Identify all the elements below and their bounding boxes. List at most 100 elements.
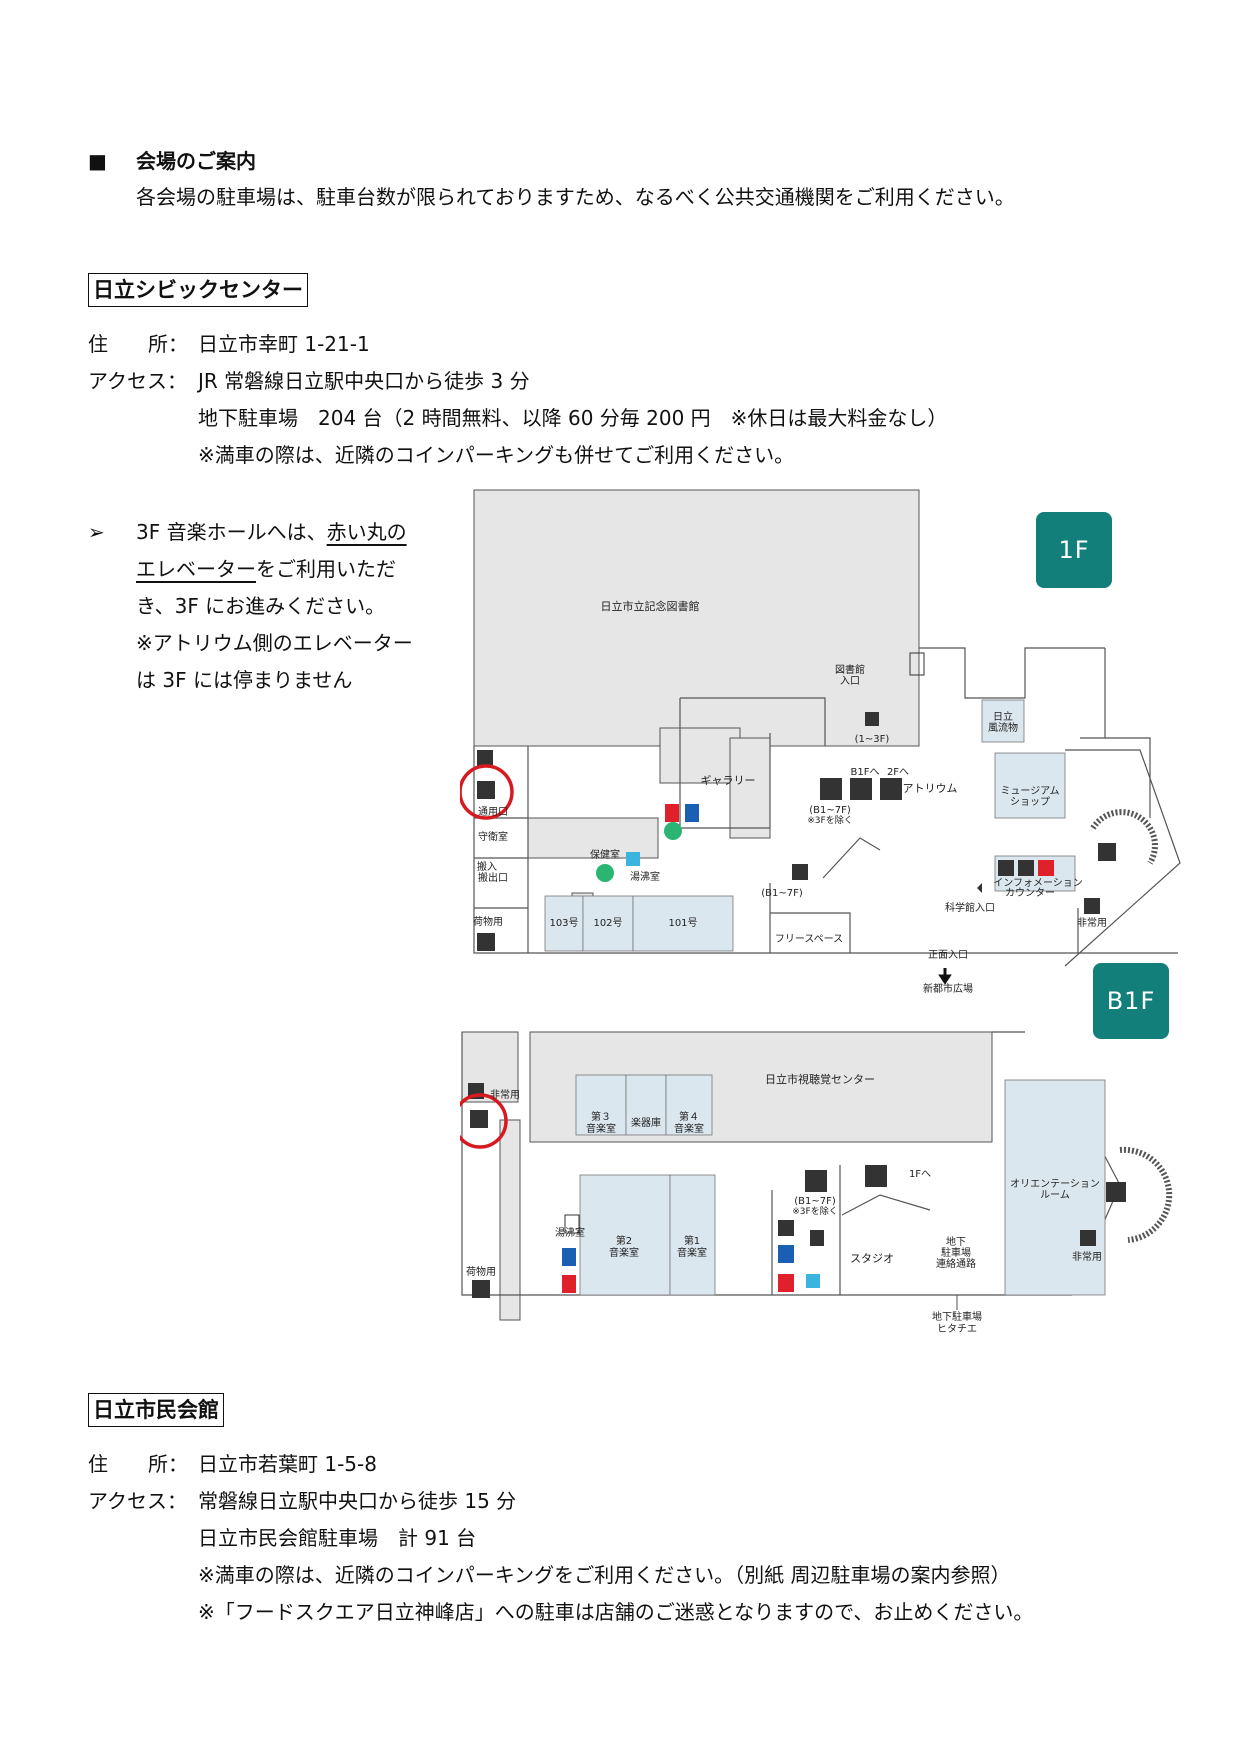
venue1-name: 日立シビックセンター: [88, 273, 308, 307]
connector-label: 地下: [946, 1235, 966, 1248]
hannyu-label: 搬入: [477, 860, 497, 873]
elevator-range-label: (B1~7F): [794, 1196, 836, 1207]
venue1-access-line: JR 常磐線日立駅中央口から徒歩 3 分: [198, 369, 530, 393]
yuwakashi-label: 湯沸室: [555, 1226, 585, 1239]
stair-wall: [822, 837, 881, 879]
venue2-access-label: アクセス：: [88, 1489, 187, 1513]
note-line: は 3F には停まりません: [136, 668, 353, 692]
music-room-4-label: 第４: [679, 1110, 699, 1123]
furyu-label: 日立: [993, 710, 1013, 723]
phone-icon: [909, 652, 925, 676]
room-101-label: 101号: [668, 917, 697, 929]
red-circle-marker: [460, 1093, 508, 1149]
gray-block: [729, 737, 771, 839]
music-room-2-label: 第2: [616, 1234, 632, 1247]
library-label: 日立市立記念図書館: [601, 599, 700, 613]
accessible-icon: [626, 852, 640, 866]
emergency-stair-icon: [1080, 1230, 1096, 1246]
main-entrance-label: 正面入口: [928, 950, 968, 961]
library-entrance-label: 入口: [840, 676, 860, 687]
aed-icon: [1038, 860, 1054, 876]
venue2-address-label: 住 所：: [88, 1452, 188, 1476]
elevator-range-label: (B1~7F): [809, 805, 851, 816]
museum-label: ミュージアム: [1000, 785, 1059, 797]
music-room-1-label: 第1: [684, 1234, 700, 1247]
av-center-label: 日立市視聴覚センター: [765, 1072, 875, 1086]
emergency-stair-icon: [1084, 898, 1100, 914]
museum-label: ショップ: [1010, 796, 1050, 808]
parking-label: ヒタチエ: [937, 1323, 977, 1335]
connector-label: 駐車場: [941, 1246, 971, 1259]
elevator-icon: [865, 712, 879, 726]
map-1f: 日立市立記念図書館 図書館 入口 (1~3F) ギャラリー アトリウム 日立 風…: [460, 489, 1181, 995]
emergency-stair-icon: [778, 1220, 794, 1236]
note-bullet: ➢: [88, 520, 105, 544]
gallery-wall: [679, 698, 771, 829]
parking-label: 地下駐車場: [932, 1310, 982, 1323]
escalator-icon: [880, 778, 902, 800]
music-room-2-label: 音楽室: [609, 1246, 639, 1259]
music-room-2: [579, 1174, 671, 1296]
free-space-wall: [770, 912, 851, 953]
music-room-1-label: 音楽室: [677, 1246, 707, 1259]
room-102: [582, 895, 634, 952]
to-2f-label: 2Fへ: [887, 767, 909, 778]
atm-icon: [998, 860, 1014, 876]
venue1-access-label: アクセス：: [88, 369, 187, 393]
freight-label: 荷物用: [466, 1265, 496, 1278]
venue1-address-label: 住 所：: [88, 332, 188, 356]
east-wing: [1064, 749, 1181, 967]
music-room-4-label: 音楽室: [674, 1122, 704, 1135]
info-icon: [1018, 860, 1034, 876]
emergency-label: 非常用: [1077, 916, 1107, 929]
gray-block: [499, 1119, 521, 1321]
instrument-storage-label: 楽器庫: [631, 1116, 661, 1129]
plaza-label: 新都市広場: [923, 982, 973, 995]
studio-label: スタジオ: [850, 1252, 894, 1265]
elevator-icon: [1098, 843, 1116, 861]
phone-icon: [564, 1214, 580, 1234]
venue2-address: 日立市若葉町 1-5-8: [198, 1452, 377, 1476]
to-1f-label: 1Fへ: [909, 1169, 931, 1180]
restroom-female-icon: [562, 1275, 576, 1293]
red-circle-marker: [460, 764, 514, 820]
venue1-access-line: ※満車の際は、近隣のコインパーキングも併せてご利用ください。: [198, 443, 795, 467]
yuwakashi-label: 湯沸室: [630, 870, 660, 883]
elevator-icon: [470, 1110, 488, 1128]
elevator-range-label: (B1~7F): [761, 888, 803, 899]
baby-room-icon: [664, 822, 682, 840]
note-line: 3F 音楽ホールへは、赤い丸の: [136, 520, 407, 544]
music-room-3: [575, 1074, 627, 1136]
elevator-exclusion-label: ※3Fを除く: [807, 814, 852, 826]
floor-badge-b1f: B1F: [1093, 963, 1169, 1039]
freight-label: 荷物用: [473, 915, 503, 928]
emergency-label: 非常用: [490, 1088, 520, 1101]
music-room-3-label: 第３: [591, 1110, 611, 1123]
restroom-male-icon: [778, 1245, 794, 1263]
guard-label: 守衛室: [478, 830, 508, 843]
note-line: き、3F にお進みください。: [136, 594, 386, 618]
hannyu-label: 搬出口: [478, 871, 508, 884]
restroom-female-icon: [778, 1274, 794, 1292]
emergency-label: 非常用: [1072, 1250, 1102, 1263]
emergency-stair-icon: [792, 864, 808, 880]
arrow: [977, 883, 982, 893]
orientation-label: ルーム: [1040, 1189, 1070, 1201]
spiral-stair: [1090, 809, 1158, 865]
info-label: インフォメーション: [993, 878, 1083, 889]
music-room-4: [665, 1074, 713, 1136]
section-note: 各会場の駐車場は、駐車台数が限られておりますため、なるべく公共交通機関をご利用く…: [136, 185, 1015, 209]
outer-wall: [461, 1032, 1072, 1296]
studio-wall: [841, 1194, 931, 1216]
room-101: [632, 895, 734, 952]
restroom-male-icon: [562, 1248, 576, 1266]
venue1-access-line: 地下駐車場 204 台（2 時間無料、以降 60 分毎 200 円 ※休日は最大…: [198, 406, 948, 430]
spiral-stair: [1119, 1146, 1173, 1243]
down-arrow-icon: [938, 968, 952, 985]
emergency-stair-icon: [477, 750, 493, 766]
section-title: 会場のご案内: [136, 149, 256, 173]
wall: [680, 697, 826, 746]
section-bullet: ■: [88, 149, 107, 173]
venue2-name: 日立市民会館: [88, 1393, 224, 1427]
furyu-room: [981, 699, 1025, 743]
